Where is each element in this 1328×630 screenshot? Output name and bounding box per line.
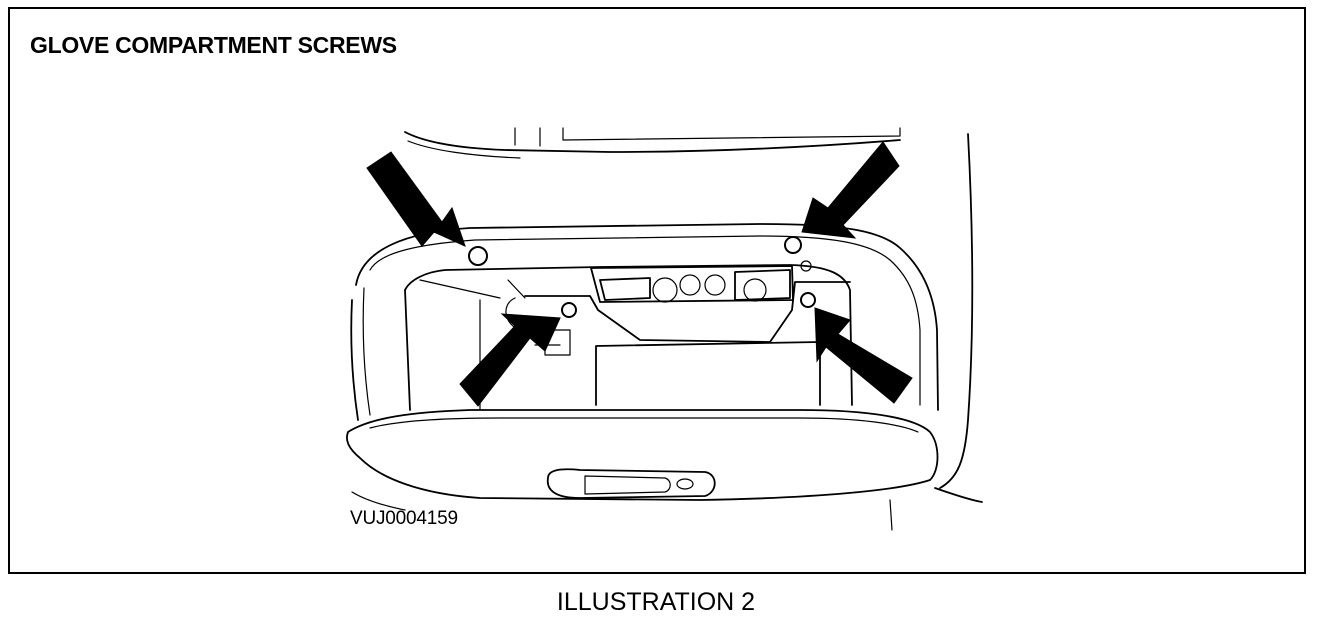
arrow-upper-left [366,151,466,247]
glove-box-inner-cavity [404,260,853,411]
screw-upper-right [784,236,802,254]
dashboard-right-contour [889,133,983,531]
arrow-upper-right [801,141,900,239]
arrow-lower-right [814,307,913,404]
illustration-caption: ILLUSTRATION 2 [556,588,756,616]
dashboard-upper-edge [404,127,901,159]
screw-upper-left [468,246,488,266]
diagram-title: GLOVE COMPARTMENT SCREWS [30,32,397,58]
arrow-lower-left [459,313,561,407]
diagram-frame [8,7,1306,574]
glove-box-door [346,409,939,501]
reference-code: VUJ0004159 [350,508,458,529]
screw-lower-left [561,302,577,318]
screw-lower-right [800,292,816,308]
dashboard-left-sweep [351,491,406,511]
